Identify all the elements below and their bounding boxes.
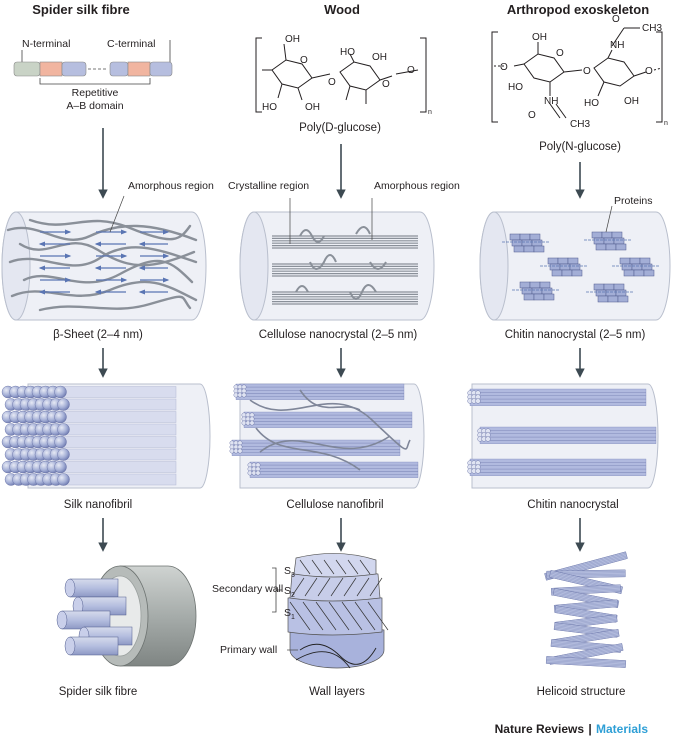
chem-ch3: CH3 bbox=[642, 23, 662, 34]
chem-ho: HO bbox=[584, 98, 599, 109]
chem-oh: OH bbox=[624, 96, 639, 107]
layer-s2: S2 bbox=[284, 585, 295, 599]
chem-o: O bbox=[328, 77, 336, 88]
chitin-labels: O OH O HO NH O CH3 O NH CH3 O HO OH O n bbox=[500, 14, 668, 130]
amorphous-callout-silk: Amorphous region bbox=[128, 180, 214, 192]
layer-s3: S3 bbox=[284, 565, 295, 579]
helicoid-label: Helicoid structure bbox=[537, 686, 626, 698]
chem-n: n bbox=[664, 120, 668, 127]
chem-oh: OH bbox=[532, 32, 547, 43]
chem-o: O bbox=[407, 65, 415, 76]
beta-sheet-label: β-Sheet (2–4 nm) bbox=[53, 329, 143, 341]
journal-credit: Nature Reviews | Materials bbox=[495, 722, 649, 736]
credit-separator: | bbox=[588, 722, 591, 736]
proteins-callout: Proteins bbox=[614, 195, 653, 207]
chem-oh: OH bbox=[372, 52, 387, 63]
glucose-labels: OH HO OH O O HO OH O O n bbox=[262, 34, 432, 116]
helicoid-structure bbox=[544, 551, 628, 668]
wall-layers: Secondary wall Primary wall S3 S2 S1 bbox=[212, 553, 389, 669]
chem-o: O bbox=[528, 110, 536, 121]
domain-label-line2: A–B domain bbox=[66, 100, 123, 112]
amorphous-callout-wood: Amorphous region bbox=[374, 180, 460, 192]
beta-sheet-cylinder: Amorphous region bbox=[1, 180, 214, 321]
chitin-structure bbox=[491, 27, 663, 123]
header-arthropod: Arthropod exoskeleton bbox=[507, 2, 649, 17]
chem-o: O bbox=[583, 66, 591, 77]
crystalline-callout: Crystalline region bbox=[228, 180, 309, 192]
chem-n: n bbox=[428, 109, 432, 116]
cellulose-nanofibril-label: Cellulose nanofibril bbox=[286, 499, 383, 511]
chem-ho: HO bbox=[262, 102, 277, 113]
layer-s1: S1 bbox=[284, 607, 295, 621]
chem-o: O bbox=[612, 14, 620, 25]
header-wood: Wood bbox=[324, 2, 360, 17]
cellulose-nanocrystal-label: Cellulose nanocrystal (2–5 nm) bbox=[259, 329, 418, 341]
chitin-bundle bbox=[467, 383, 659, 489]
chem-o: O bbox=[556, 48, 564, 59]
credit-journal: Nature Reviews bbox=[495, 722, 585, 736]
header-spider-silk: Spider silk fibre bbox=[32, 2, 130, 17]
chem-o: O bbox=[300, 55, 308, 66]
secondary-wall-label: Secondary wall bbox=[212, 583, 283, 595]
poly-n-glucose-label: Poly(N-glucose) bbox=[539, 141, 621, 153]
chem-o: O bbox=[500, 62, 508, 73]
spider-silk-fibre bbox=[56, 565, 197, 667]
wall-layers-label: Wall layers bbox=[309, 686, 365, 698]
silk-nanofibril-label: Silk nanofibril bbox=[64, 499, 132, 511]
chem-oh: OH bbox=[285, 34, 300, 45]
domain-label-line1: Repetitive bbox=[72, 87, 119, 99]
credit-section: Materials bbox=[596, 722, 648, 736]
primary-wall-label: Primary wall bbox=[220, 644, 277, 656]
chem-ch3: CH3 bbox=[570, 119, 590, 130]
chem-o: O bbox=[382, 79, 390, 90]
chem-ho: HO bbox=[508, 82, 523, 93]
chem-nh: NH bbox=[610, 40, 624, 51]
c-terminal-label: C-terminal bbox=[107, 38, 155, 50]
poly-d-glucose-label: Poly(D-glucose) bbox=[299, 122, 381, 134]
silk-nanofibril bbox=[1, 383, 211, 489]
silk-protein-schematic: N-terminal C-terminal Repetitive A–B dom… bbox=[13, 38, 173, 112]
chitin-nanocrystal-cylinder: Proteins bbox=[479, 195, 671, 321]
glucose-structure bbox=[255, 37, 427, 113]
chem-ho: HO bbox=[340, 47, 355, 58]
chitin-nanocrystal-label-1: Chitin nanocrystal (2–5 nm) bbox=[505, 329, 646, 341]
spider-silk-fibre-label: Spider silk fibre bbox=[59, 686, 138, 698]
chem-o: O bbox=[645, 66, 653, 77]
cellulose-nanofibril bbox=[229, 383, 425, 489]
chitin-nanocrystal-label-2: Chitin nanocrystal bbox=[527, 499, 618, 511]
chem-nh: NH bbox=[544, 96, 558, 107]
n-terminal-label: N-terminal bbox=[22, 38, 70, 50]
cellulose-nanocrystal-cylinder: Crystalline region Amorphous region bbox=[228, 180, 460, 321]
chem-oh: OH bbox=[305, 102, 320, 113]
